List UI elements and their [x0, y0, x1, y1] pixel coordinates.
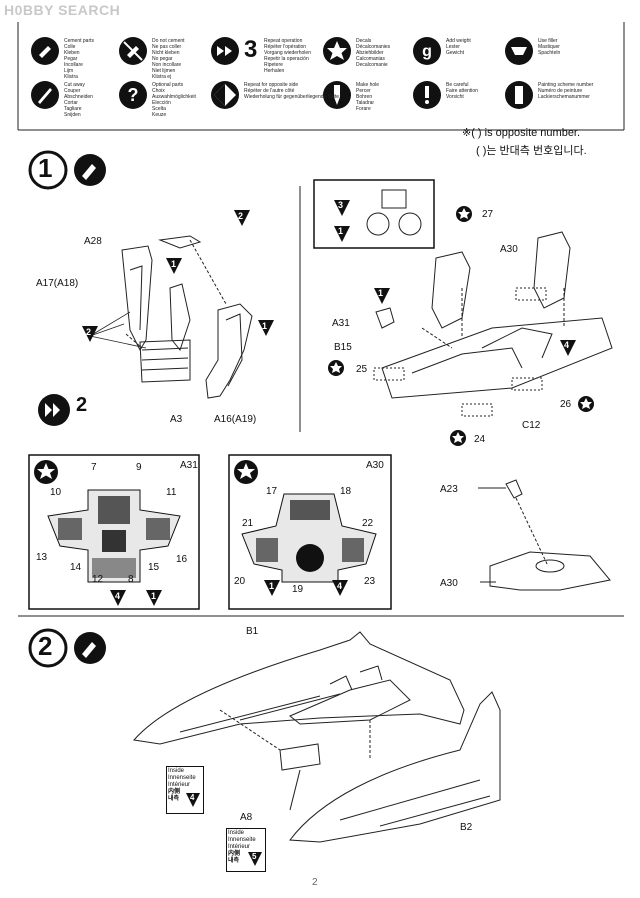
step-1-number: 1 — [38, 153, 53, 183]
part-a30-floor: A30 — [440, 578, 458, 589]
drill-icon — [323, 81, 351, 109]
badge-inset-3: 3 — [338, 200, 344, 210]
inside-label-box-1: Inside Innenseite Intérieur 内側 내측 — [166, 766, 204, 814]
callout-14: 14 — [70, 562, 82, 573]
panel-a30-title: A30 — [366, 460, 384, 471]
callout-19: 19 — [292, 584, 304, 595]
inside-badge-4 — [186, 793, 200, 807]
page-number: 2 — [312, 877, 318, 888]
inside-badge-5-text: 5 — [252, 852, 257, 861]
callout-13: 13 — [36, 552, 48, 563]
repeat-2-count: 2 — [76, 394, 88, 416]
part-b1: B1 — [246, 626, 259, 637]
callout-12: 12 — [92, 574, 104, 585]
callout-21: 21 — [242, 518, 254, 529]
option-question-icon: ? — [119, 81, 147, 109]
panel-a31-badge-4: 4 — [115, 591, 121, 601]
callout-22: 22 — [362, 518, 374, 529]
callout-11: 11 — [166, 487, 177, 498]
decal-26: 26 — [560, 399, 572, 410]
panel-a31-badge-1: 1 — [151, 591, 157, 601]
badge-step1-2b: 2 — [86, 327, 92, 337]
opposite-side-icon — [211, 81, 239, 109]
callout-20: 20 — [234, 576, 246, 587]
badge-step1-2a: 2 — [238, 211, 244, 221]
part-a28: A28 — [84, 236, 102, 247]
inside-badge-5 — [248, 852, 262, 866]
badge-tub-4: 4 — [564, 340, 570, 350]
callout-23: 23 — [364, 576, 376, 587]
repeat-icon — [211, 37, 239, 65]
no-cement-icon — [119, 37, 147, 65]
watermark: H0BBY SEARCH — [4, 2, 121, 18]
part-b15: B15 — [334, 342, 352, 353]
callout-17: 17 — [266, 486, 278, 497]
opposite-number-note-ko: ( )는 반대측 번호입니다. — [476, 145, 587, 157]
callout-9: 9 — [136, 462, 142, 473]
part-a3: A3 — [170, 414, 183, 425]
weight-icon: g — [413, 37, 441, 65]
part-a17: A17(A18) — [36, 278, 79, 289]
callout-16: 16 — [176, 554, 188, 565]
callout-10: 10 — [50, 487, 62, 498]
callout-18: 18 — [340, 486, 352, 497]
part-c12: C12 — [522, 420, 541, 431]
callout-7: 7 — [91, 462, 97, 473]
part-a30-seat: A30 — [500, 244, 518, 255]
repeat-2-icon — [38, 394, 70, 426]
badge-step1-1b: 1 — [262, 321, 268, 331]
paint-icon — [505, 81, 533, 109]
cut-icon — [31, 81, 59, 109]
svg-text:g: g — [422, 43, 432, 60]
seat-assembly-drawing — [82, 210, 274, 399]
part-b2: B2 — [460, 822, 473, 833]
repeat-count: 3 — [244, 36, 258, 63]
part-a16: A16(A19) — [214, 414, 257, 425]
fuselage-assembly-drawing — [133, 631, 501, 843]
decal-27: 27 — [482, 209, 494, 220]
badge-step1-1a: 1 — [171, 259, 177, 269]
inside-label-box-2: Inside Innenseite Intérieur 内側 내측 — [226, 828, 266, 872]
svg-text:?: ? — [128, 85, 139, 105]
decal-star-icon — [323, 37, 351, 65]
decal-24: 24 — [474, 434, 486, 445]
filler-icon — [505, 37, 533, 65]
cement-icon — [31, 37, 59, 65]
panel-a31-title: A31 — [180, 460, 198, 471]
panel-a30-box — [228, 454, 392, 610]
step-2-header — [28, 628, 106, 668]
badge-a31-1: 1 — [378, 288, 384, 298]
callout-8: 8 — [128, 574, 134, 585]
part-a23: A23 — [440, 484, 458, 495]
panel-a30-badge-1: 1 — [269, 581, 275, 591]
part-a31: A31 — [332, 318, 350, 329]
decal-25: 25 — [356, 364, 368, 375]
callout-15: 15 — [148, 562, 160, 573]
stick-assembly-drawing — [478, 479, 611, 591]
panel-a30-badge-4: 4 — [337, 581, 343, 591]
caution-icon — [413, 81, 441, 109]
step-2-number: 2 — [38, 631, 53, 661]
panel-a31-box — [28, 454, 200, 610]
inside-badge-4-text: 4 — [190, 793, 195, 802]
step-1-header — [28, 150, 106, 190]
cockpit-tub-drawing — [313, 179, 613, 446]
part-a8: A8 — [240, 812, 253, 823]
opposite-number-note-en: ※( ) is opposite number. — [462, 127, 581, 139]
badge-inset-1: 1 — [338, 226, 344, 236]
